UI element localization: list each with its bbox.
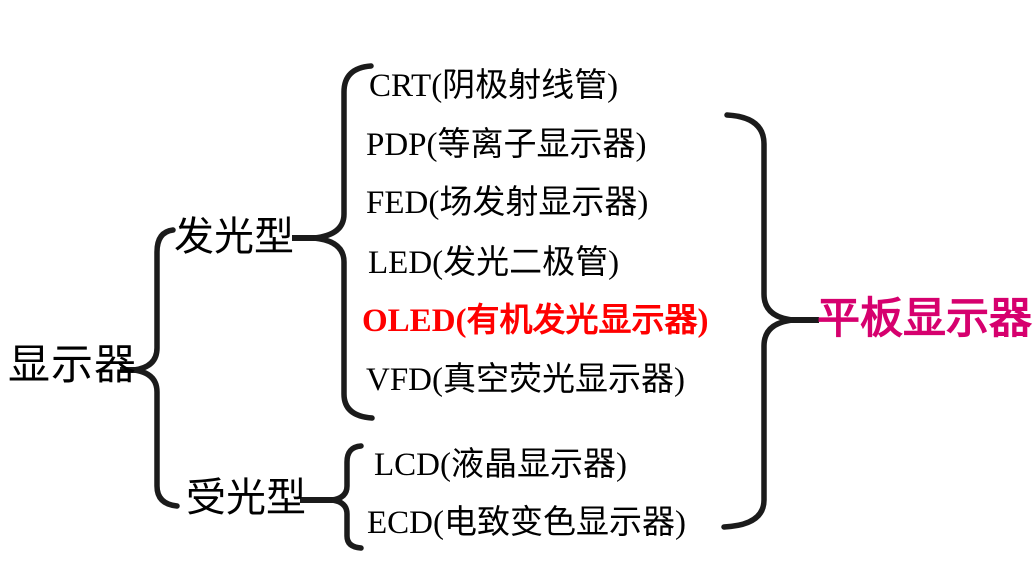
item-led: LED(发光二极管) (368, 245, 620, 281)
item-oled-highlighted: OLED(有机发光显示器) (362, 303, 709, 339)
item-lcd: LCD(液晶显示器) (374, 447, 627, 483)
root-node-label: 显示器 (8, 343, 138, 389)
item-ecd: ECD(电致变色显示器) (367, 505, 686, 541)
emissive-brace (313, 63, 375, 421)
receptive-brace (331, 443, 364, 551)
item-crt: CRT(阴极射线管) (369, 68, 619, 104)
root-brace (133, 227, 180, 509)
flat-panel-group-label: 平板显示器 (817, 296, 1032, 343)
flat-panel-brace (721, 112, 794, 530)
item-vfd: VFD(真空荧光显示器) (366, 362, 685, 398)
emissive-group-label: 发光型 (174, 214, 294, 259)
item-fed: FED(场发射显示器) (366, 185, 649, 221)
item-pdp: PDP(等离子显示器) (366, 127, 647, 163)
receptive-group-label: 受光型 (186, 475, 306, 520)
